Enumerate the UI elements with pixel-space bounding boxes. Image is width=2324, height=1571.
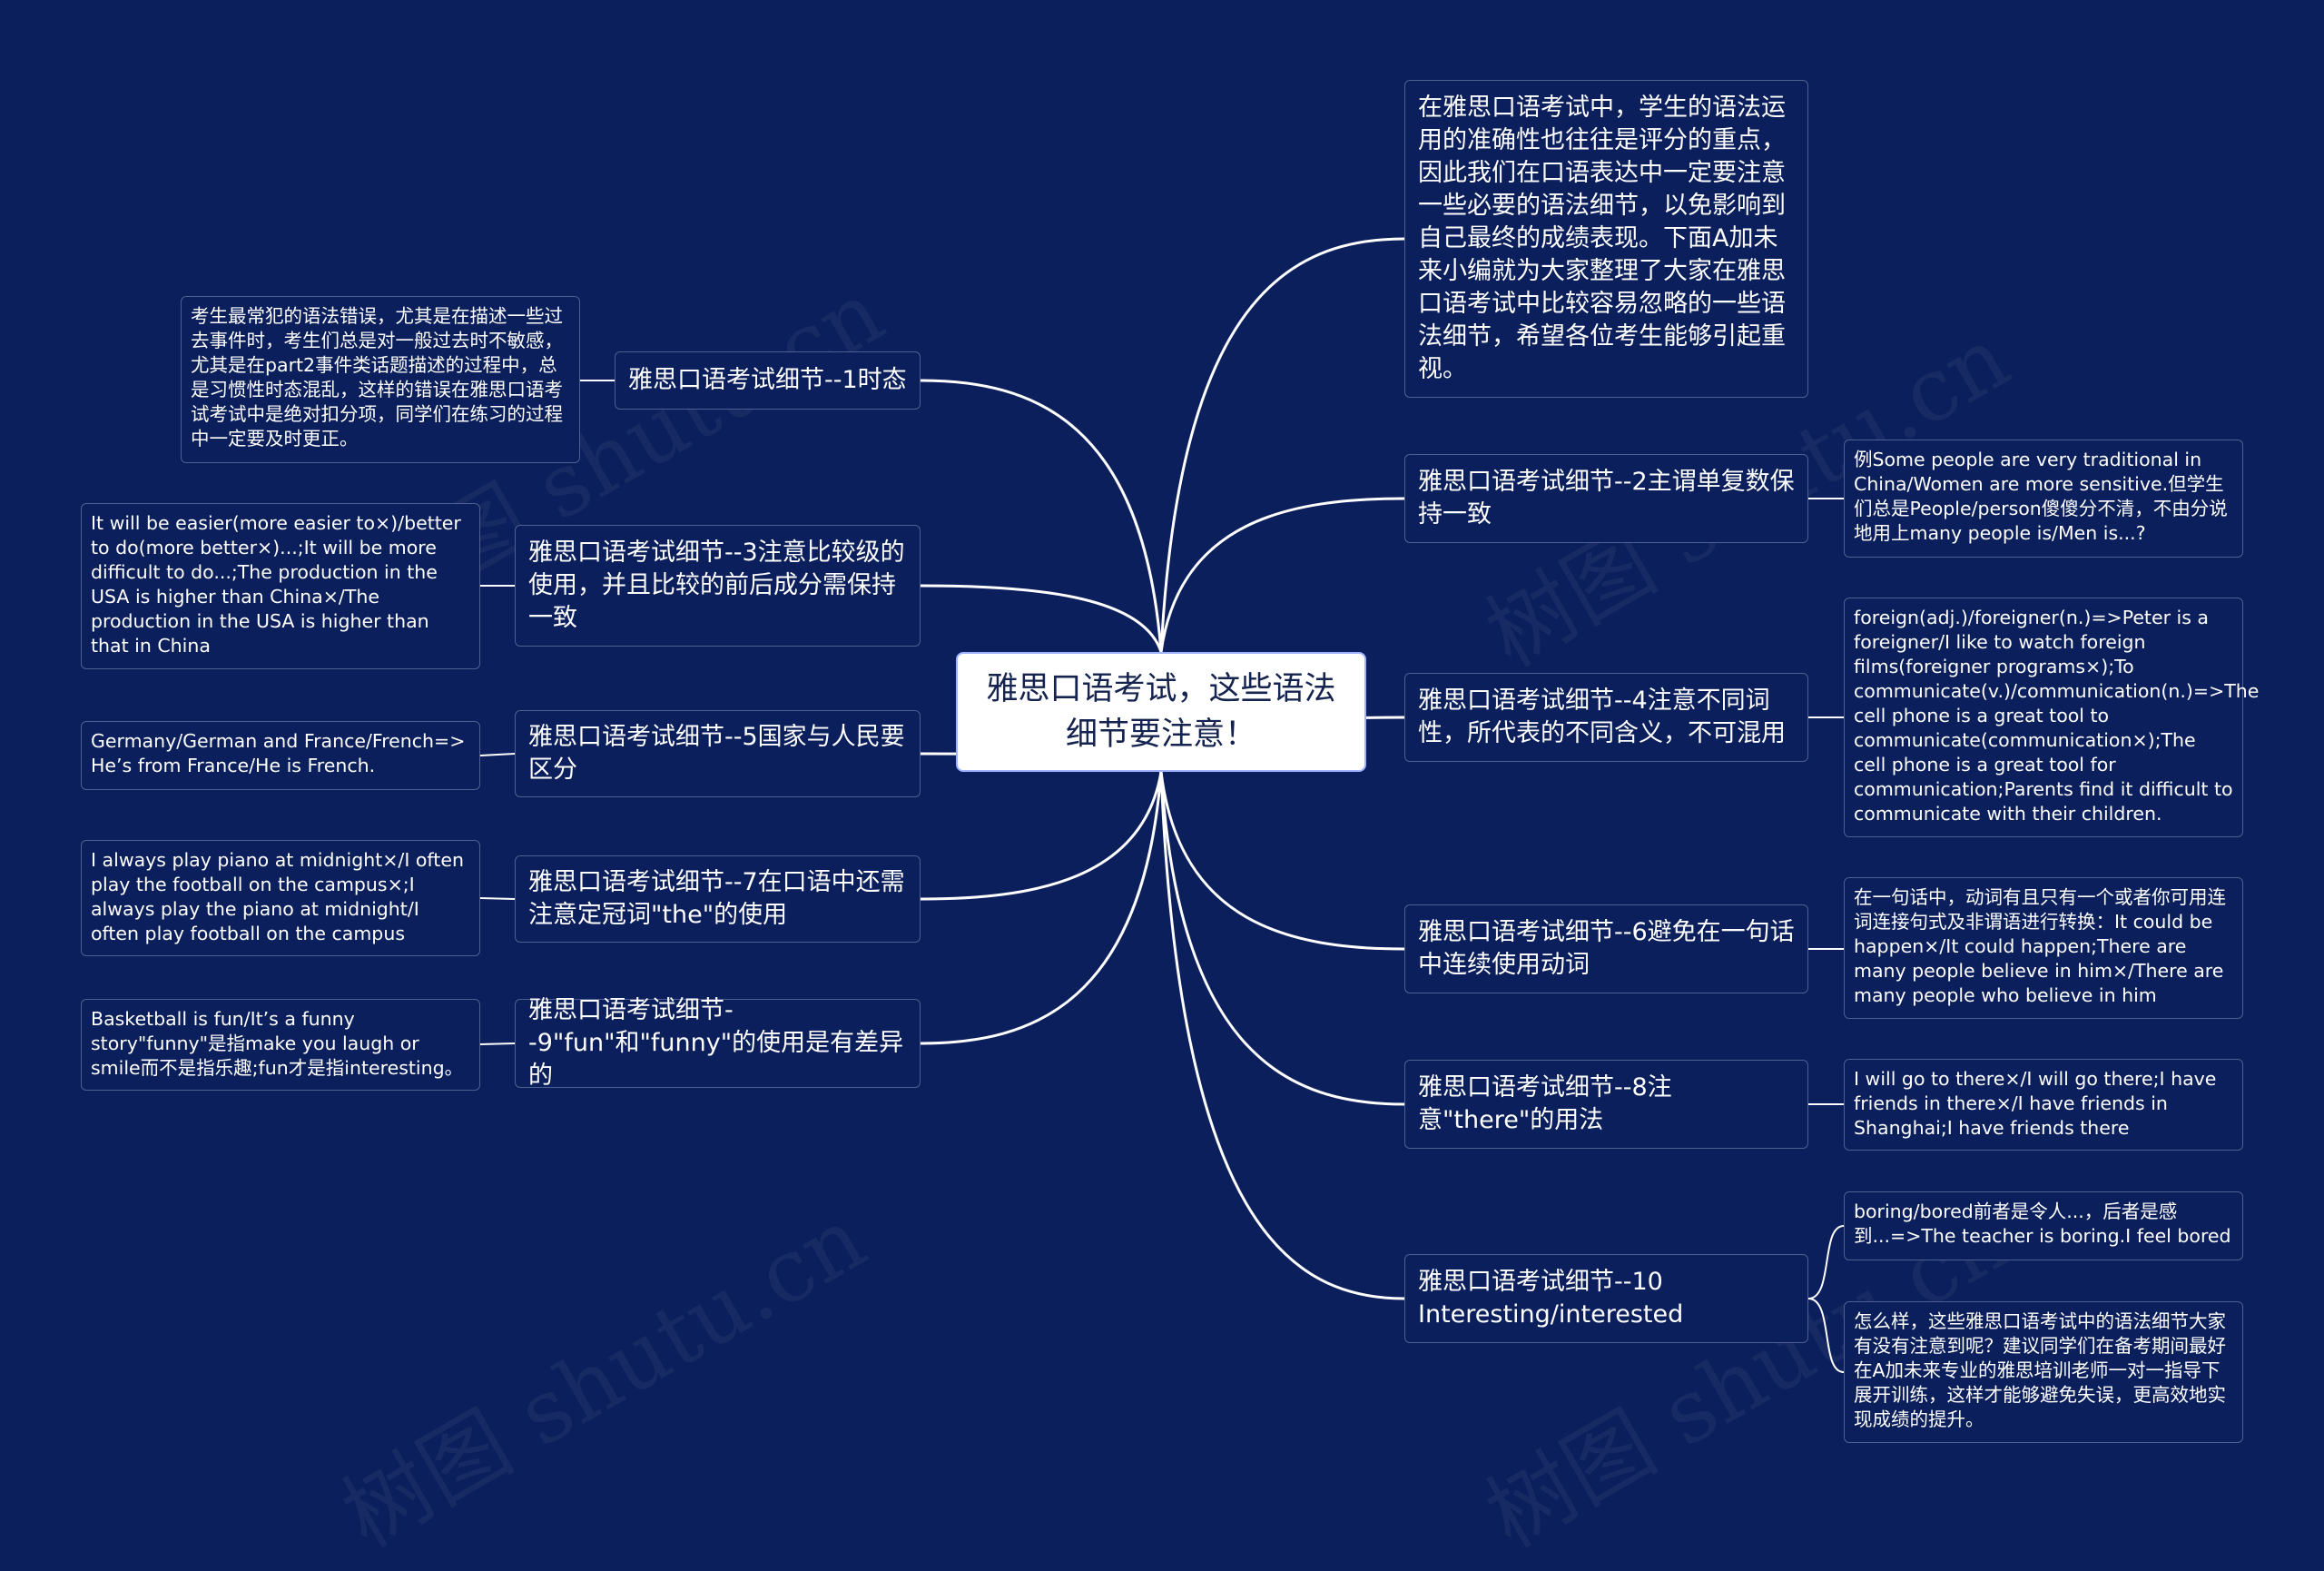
topic-label: 雅思口语考试细节--1时态 (628, 366, 907, 394)
topic-1-tense[interactable]: 雅思口语考试细节--1时态 (615, 351, 921, 410)
note-line (1807, 1298, 1845, 1373)
branch-line (1159, 771, 1405, 1300)
root-topic[interactable]: 雅思口语考试，这些语法细节要注意！ (956, 652, 1366, 772)
topic-8-there[interactable]: 雅思口语考试细节--8注意"there"的用法 (1404, 1060, 1808, 1149)
note-10-conclusion[interactable]: 怎么样，这些雅思口语考试中的语法细节大家有没有注意到呢？建议同学们在备考期间最好… (1844, 1301, 2243, 1443)
note-2-subject-verb[interactable]: 例Some people are very traditional in Chi… (1844, 440, 2243, 558)
topic-2-subject-verb[interactable]: 雅思口语考试细节--2主谓单复数保持一致 (1404, 454, 1808, 543)
note-text: I always play piano at midnight×/I often… (91, 849, 464, 944)
topic-7-definite-article[interactable]: 雅思口语考试细节--7在口语中还需注意定冠词"the"的使用 (515, 855, 921, 943)
note-text: foreign(adj.)/foreigner(n.)=>Peter is a … (1854, 607, 2260, 825)
topic-label: 雅思口语考试细节--2主谓单复数保持一致 (1418, 468, 1795, 529)
note-line (479, 897, 516, 900)
branch-line (920, 771, 1163, 901)
note-8-there[interactable]: I will go to there×/I will go there;I ha… (1844, 1059, 2243, 1151)
note-10-boring-bored[interactable]: boring/bored前者是令人...，后者是感到...=>The teach… (1844, 1191, 2243, 1260)
branch-line (1159, 771, 1405, 951)
topic-label: 雅思口语考试细节--9"fun"和"funny"的使用是有差异的 (528, 996, 904, 1090)
topic-4-parts-of-speech[interactable]: 雅思口语考试细节--4注意不同词性，所代表的不同含义，不可混用 (1404, 673, 1808, 762)
note-line (479, 753, 516, 756)
branch-line (1159, 497, 1405, 653)
branch-line (1159, 771, 1405, 1106)
intro-node[interactable]: 在雅思口语考试中，学生的语法运用的准确性也往往是评分的重点，因此我们在口语表达中… (1404, 80, 1808, 398)
root-title: 雅思口语考试，这些语法细节要注意！ (986, 671, 1336, 753)
topic-6-consecutive-verbs[interactable]: 雅思口语考试细节--6避免在一句话中连续使用动词 (1404, 904, 1808, 993)
topic-label: 雅思口语考试细节--10 Interesting/interested (1418, 1268, 1684, 1329)
note-text: It will be easier(more easier to×)/bette… (91, 512, 461, 657)
note-text: 在一句话中，动词有且只有一个或者你可用连词连接句式及非谓语进行转换：It cou… (1854, 886, 2226, 1006)
branch-line (920, 584, 1163, 653)
topic-label: 雅思口语考试细节--4注意不同词性，所代表的不同含义，不可混用 (1418, 687, 1786, 747)
branch-line (1159, 237, 1405, 653)
topic-label: 雅思口语考试细节--8注意"there"的用法 (1418, 1073, 1672, 1134)
note-1-tense[interactable]: 考生最常犯的语法错误，尤其是在描述一些过去事件时，考生们总是对一般过去时不敏感，… (181, 296, 580, 463)
note-text: 怎么样，这些雅思口语考试中的语法细节大家有没有注意到呢？建议同学们在备考期间最好… (1854, 1310, 2226, 1430)
branch-line (920, 379, 1163, 653)
note-6-consecutive-verbs[interactable]: 在一句话中，动词有且只有一个或者你可用连词连接句式及非谓语进行转换：It cou… (1844, 877, 2243, 1019)
note-text: Basketball is fun/It’s a funny story"fun… (91, 1008, 464, 1079)
topic-3-comparative[interactable]: 雅思口语考试细节--3注意比较级的使用，并且比较的前后成分需保持一致 (515, 525, 921, 647)
mind-map-canvas: 树图 shutu.cn 树图 shutu.cn 树图 shutu.cn 树图 s… (81, 80, 2259, 1567)
intro-text: 在雅思口语考试中，学生的语法运用的准确性也往往是评分的重点，因此我们在口语表达中… (1418, 94, 1786, 383)
note-5-country-people[interactable]: Germany/German and France/French=> He’s … (81, 721, 480, 790)
note-line (479, 1042, 516, 1045)
note-line (1807, 1225, 1845, 1299)
branch-line (920, 771, 1163, 1045)
note-3-comparative[interactable]: It will be easier(more easier to×)/bette… (81, 503, 480, 669)
note-9-fun-funny[interactable]: Basketball is fun/It’s a funny story"fun… (81, 999, 480, 1091)
note-text: 考生最常犯的语法错误，尤其是在描述一些过去事件时，考生们总是对一般过去时不敏感，… (191, 305, 563, 450)
topic-label: 雅思口语考试细节--5国家与人民要区分 (528, 723, 905, 784)
topic-label: 雅思口语考试细节--3注意比较级的使用，并且比较的前后成分需保持一致 (528, 538, 905, 632)
topic-label: 雅思口语考试细节--7在口语中还需注意定冠词"the"的使用 (528, 868, 905, 929)
note-text: Germany/German and France/French=> He’s … (91, 730, 466, 776)
topic-label: 雅思口语考试细节--6避免在一句话中连续使用动词 (1418, 918, 1795, 979)
note-7-definite-article[interactable]: I always play piano at midnight×/I often… (81, 840, 480, 956)
note-text: boring/bored前者是令人...，后者是感到...=>The teach… (1854, 1200, 2231, 1247)
topic-10-interesting-interested[interactable]: 雅思口语考试细节--10 Interesting/interested (1404, 1254, 1808, 1343)
note-text: I will go to there×/I will go there;I ha… (1854, 1068, 2217, 1139)
topic-9-fun-funny[interactable]: 雅思口语考试细节--9"fun"和"funny"的使用是有差异的 (515, 996, 921, 1090)
topic-5-country-people[interactable]: 雅思口语考试细节--5国家与人民要区分 (515, 710, 921, 797)
note-4-parts-of-speech[interactable]: foreign(adj.)/foreigner(n.)=>Peter is a … (1844, 598, 2259, 837)
note-text: 例Some people are very traditional in Chi… (1854, 449, 2228, 544)
